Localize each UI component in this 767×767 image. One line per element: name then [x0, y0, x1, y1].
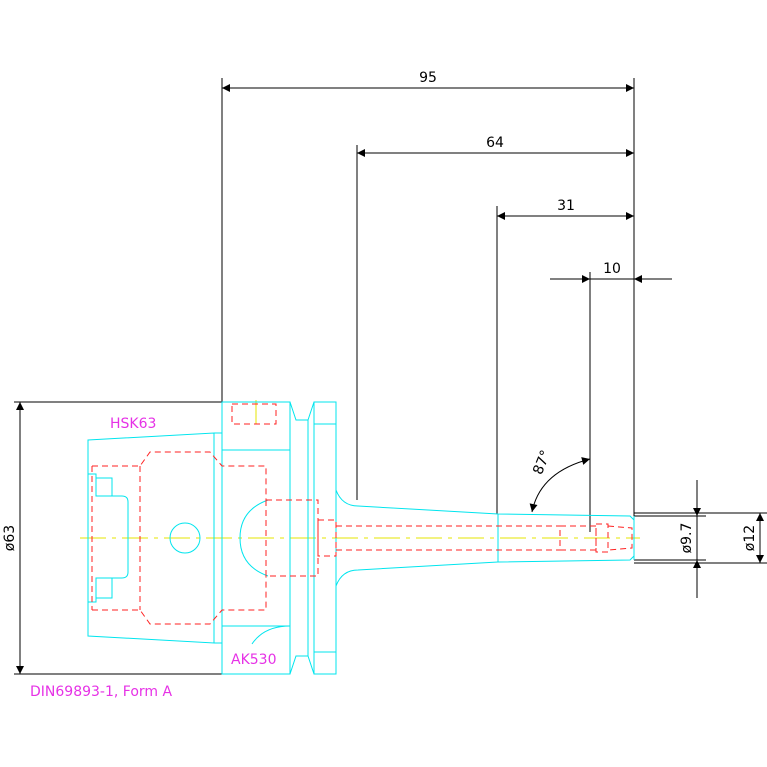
holder-label: HSK63 [110, 416, 156, 432]
dim-31-text: 31 [557, 198, 575, 214]
hidden-lines [91, 403, 633, 625]
angle-87-arc [529, 457, 591, 513]
part-outline [87, 401, 635, 675]
angle-87-text: 87° [530, 448, 554, 477]
dia-63-text: ø63 [2, 525, 18, 551]
dim-95-text: 95 [419, 70, 437, 86]
dia-97-text: ø9.7 [679, 523, 695, 554]
collet-label: AK530 [231, 652, 276, 668]
dia-12-text: ø12 [742, 525, 758, 551]
dim-64-text: 64 [486, 135, 504, 151]
standard-label: DIN69893-1, Form A [30, 684, 172, 700]
dimension-lines [14, 78, 767, 675]
dim-10-text: 10 [603, 261, 621, 277]
